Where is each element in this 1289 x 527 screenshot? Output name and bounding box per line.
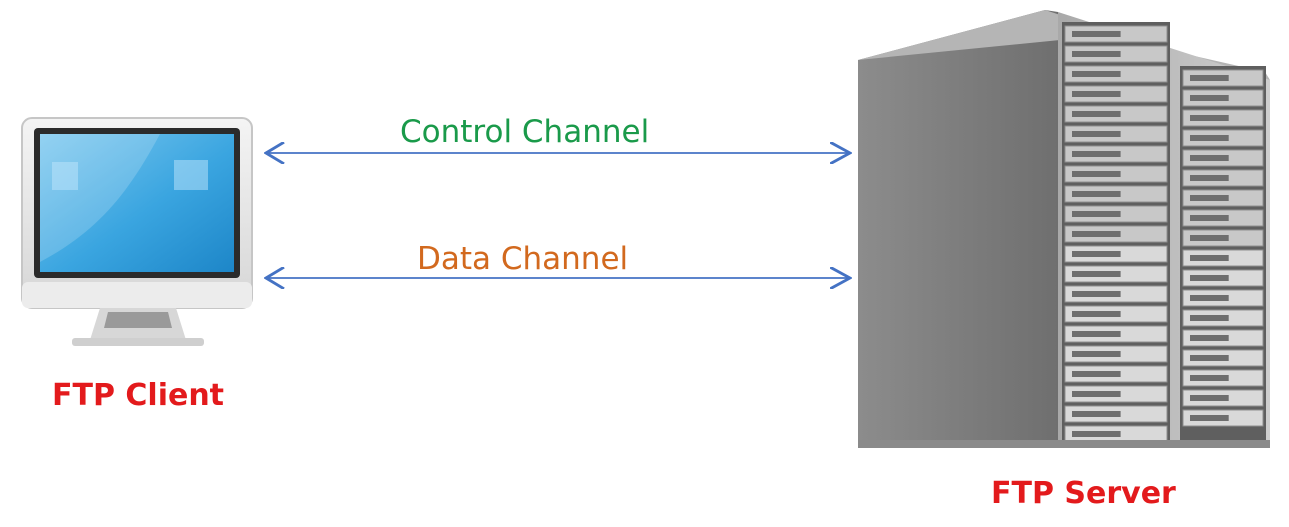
rack-unit-slot xyxy=(1072,71,1121,77)
rack-unit-slot xyxy=(1190,395,1229,401)
rack-unit-slot xyxy=(1072,111,1121,117)
rack-unit-slot xyxy=(1072,331,1121,337)
rack-unit-slot xyxy=(1072,431,1121,437)
rack-unit-slot xyxy=(1190,315,1229,321)
rack-unit-slot xyxy=(1190,155,1229,161)
rack-unit-slot xyxy=(1190,335,1229,341)
rack-unit-slot xyxy=(1072,271,1121,277)
ftp-client-label: FTP Client xyxy=(52,378,225,413)
rack-unit-slot xyxy=(1190,115,1229,121)
rack-unit-slot xyxy=(1190,95,1229,101)
rack-unit-slot xyxy=(1190,195,1229,201)
rack-unit-slot xyxy=(1072,31,1121,37)
rack-unit-slot xyxy=(1190,355,1229,361)
rack-unit-slot xyxy=(1072,311,1121,317)
rack-unit-slot xyxy=(1072,131,1121,137)
rack-unit-slot xyxy=(1072,151,1121,157)
rack-unit-slot xyxy=(1190,295,1229,301)
rack-unit-slot xyxy=(1072,371,1121,377)
rack-unit-slot xyxy=(1190,175,1229,181)
rack-unit-slot xyxy=(1190,135,1229,141)
control-channel-label: Control Channel xyxy=(400,114,650,150)
rack-unit-slot xyxy=(1072,191,1121,197)
rack-unit-slot xyxy=(1072,351,1121,357)
rack-unit-slot xyxy=(1072,291,1121,297)
rack-unit-slot xyxy=(1072,91,1121,97)
rack-unit-slot xyxy=(1190,255,1229,261)
rack-unit-slot xyxy=(1072,231,1121,237)
rack-unit-slot xyxy=(1072,51,1121,57)
rack-unit-slot xyxy=(1072,411,1121,417)
ftp-server-label: FTP Server xyxy=(991,476,1176,511)
rack-unit-slot xyxy=(1072,171,1121,177)
rack-unit-slot xyxy=(1190,235,1229,241)
data-channel-label: Data Channel xyxy=(417,241,629,277)
rack-unit-slot xyxy=(1190,215,1229,221)
rack-unit-slot xyxy=(1190,375,1229,381)
rack-unit-slot xyxy=(1072,211,1121,217)
rack-unit-slot xyxy=(1072,251,1121,257)
rack-unit-slot xyxy=(1190,275,1229,281)
rack-unit-slot xyxy=(1190,415,1229,421)
server-rack-icon xyxy=(858,10,1270,448)
desktop-monitor-icon xyxy=(21,117,253,346)
rack-unit-slot xyxy=(1190,75,1229,81)
rack-unit-slot xyxy=(1072,391,1121,397)
